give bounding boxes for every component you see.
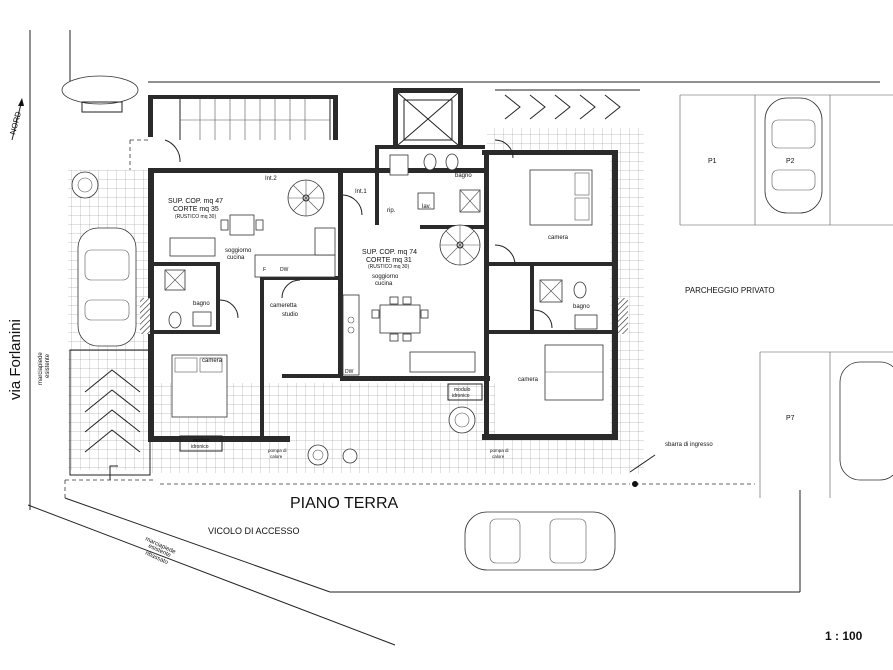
unit-area: CORTE mq 35 xyxy=(173,206,219,213)
bathroom-fixtures xyxy=(164,153,598,330)
module-label: idronico xyxy=(452,393,470,399)
tree-icon xyxy=(448,406,476,434)
plan-title: PIANO TERRA xyxy=(290,495,399,512)
parking-spot-p7: P7 xyxy=(786,415,795,422)
heat-pump-label: pompa di xyxy=(490,448,509,453)
labels: PIANO TERRA 1 : 100 NORD via Forlanini V… xyxy=(7,110,863,643)
unit-area: (RUSTICO mq 30) xyxy=(368,264,409,270)
unit-area: SUP. COP. mq 74 xyxy=(362,249,417,256)
barrier-label: sbarra di ingresso xyxy=(665,442,713,448)
room-label: soggiorno xyxy=(225,248,252,254)
room-label: cameretta xyxy=(270,303,297,309)
staircase xyxy=(179,99,331,140)
appliance-label: DW xyxy=(345,369,354,375)
appliance-label: F xyxy=(263,267,266,273)
bed-icon xyxy=(171,354,228,418)
unit-area: SUP. COP. mq 47 xyxy=(168,198,223,205)
module-label: idronico xyxy=(191,444,209,450)
spiral-stair xyxy=(439,224,481,266)
heat-pump-label: pompa di xyxy=(268,448,287,453)
car-icon xyxy=(77,227,137,347)
car-icon xyxy=(764,97,823,214)
dining-table-icon xyxy=(371,296,429,342)
insulation-band xyxy=(140,298,628,334)
site-boundaries xyxy=(27,30,893,646)
alley-label: VICOLO DI ACCESSO xyxy=(208,526,300,536)
car-icon xyxy=(464,511,616,571)
room-label: cucina xyxy=(375,281,393,287)
sofa-icon xyxy=(409,351,476,373)
scale-label: 1 : 100 xyxy=(825,629,863,643)
parking-label: PARCHEGGIO PRIVATO xyxy=(685,286,775,295)
dining-table-icon xyxy=(220,214,264,236)
room-label: camera xyxy=(202,358,223,364)
entrance-barrier xyxy=(629,454,755,487)
unit-area: (RUSTICO mq 30) xyxy=(175,214,216,220)
room-label: lav. xyxy=(422,204,431,210)
sidewalk-label: esistente xyxy=(45,353,51,378)
parking-spot-p2: P2 xyxy=(786,158,795,165)
north-label: NORD xyxy=(8,110,23,135)
bed-icon xyxy=(529,169,593,226)
ramp-top xyxy=(495,89,640,120)
car-icon xyxy=(839,361,893,481)
plant-icon xyxy=(307,444,358,466)
parking-spot-p1: P1 xyxy=(708,158,717,165)
module-label: modulo xyxy=(193,438,210,444)
hedge-icon xyxy=(61,75,139,113)
parking-stalls xyxy=(679,95,893,498)
unit-id: Int.1 xyxy=(355,189,367,195)
bed-icon xyxy=(544,344,604,401)
elevator-shaft xyxy=(397,92,459,146)
module-label: modulo xyxy=(454,387,471,393)
appliance-label: DW xyxy=(280,267,289,273)
room-label: bagno xyxy=(455,173,472,179)
north-arrow xyxy=(11,98,24,141)
tree-icon xyxy=(71,171,99,199)
room-label: rip. xyxy=(387,208,396,214)
unit-area: CORTE mq 31 xyxy=(366,257,412,264)
sidewalk-label: marciapiede xyxy=(38,352,44,385)
room-label: soggiorno xyxy=(372,274,399,280)
heat-pump-label: calore xyxy=(270,454,283,459)
door-swings xyxy=(164,139,553,329)
heat-pump-label: calore xyxy=(492,454,505,459)
hydronic-module xyxy=(179,383,483,452)
room-label: bagno xyxy=(193,301,210,307)
room-label: cucina xyxy=(227,255,245,261)
sofa-icon xyxy=(169,237,216,257)
unit-id: Int.2 xyxy=(265,176,277,182)
property-line xyxy=(64,139,630,498)
spiral-stair xyxy=(287,179,325,217)
room-label: studio xyxy=(282,312,299,318)
room-label: bagno xyxy=(573,304,590,310)
room-label: camera xyxy=(548,235,569,241)
room-label: camera xyxy=(518,377,539,383)
street-label: via Forlanini xyxy=(7,319,24,400)
kitchen-counter xyxy=(254,227,360,376)
